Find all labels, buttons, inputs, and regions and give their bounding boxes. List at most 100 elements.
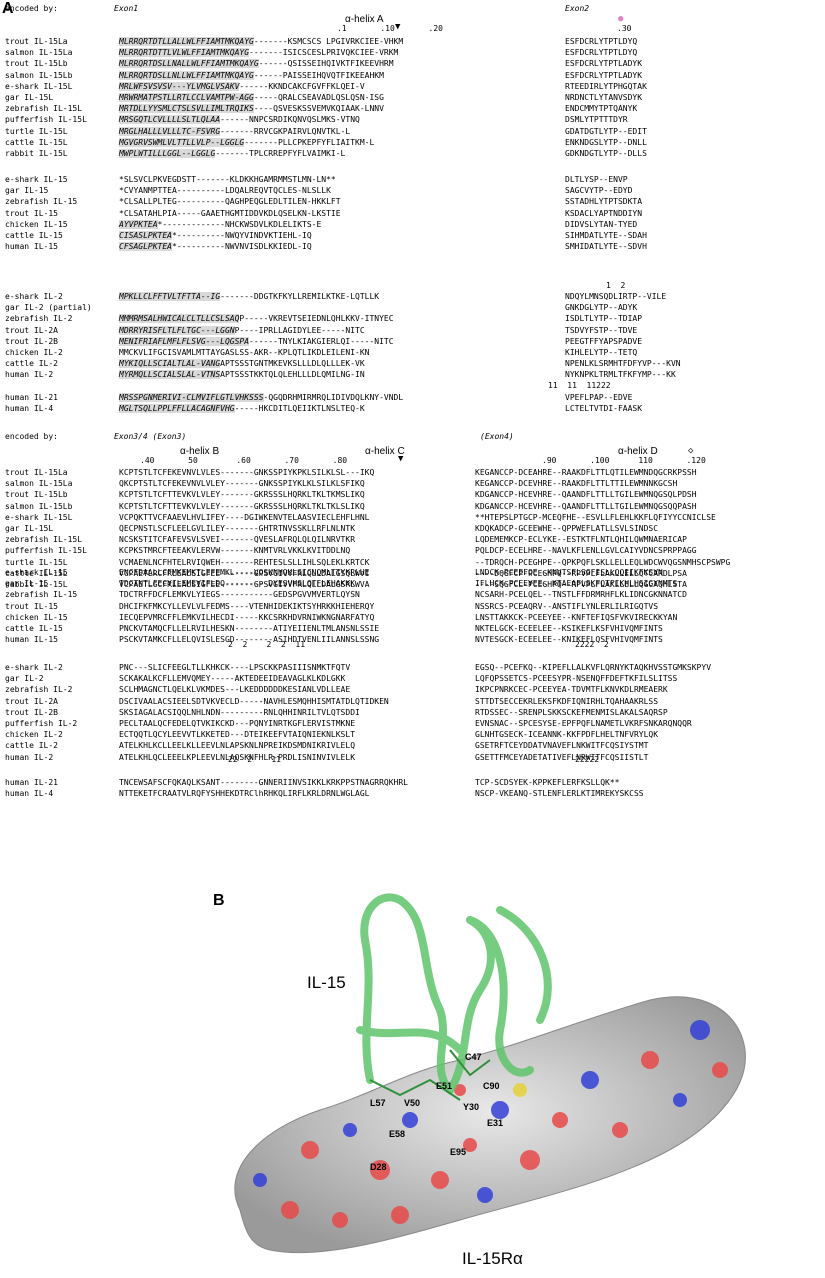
il15-label: IL-15 xyxy=(307,973,346,992)
sequence-name: salmon IL-15La xyxy=(5,479,73,489)
sequence-mature: -------TPLCRREPFYFLVAIMKI-L xyxy=(215,149,346,158)
sequence-right: IFLHCK-PCEEYEE--KTAEAFLSKFQTFIKHLHSIGYNM… xyxy=(475,579,678,589)
sequence-mature: *----------NWVNVISDLKKIEDL-IQ xyxy=(171,242,312,252)
sequence-name: e-shark IL-2 xyxy=(5,663,63,672)
sequence-mature: *CLSATAHLPIA-----GAAETHGMTIDDVKDLQSELKN-… xyxy=(119,208,341,218)
sequence-left: PNC---SLICFEEGLTLLKHKCK----LPSCKKPASIIIS… xyxy=(119,663,351,672)
sequence-name: cattle IL-15L xyxy=(5,137,68,147)
position-ruler-1-right: .30 xyxy=(617,24,632,33)
cleavage-marker: ▼ xyxy=(395,22,401,32)
sequence-left: MYKIQLLSCIALTLAL-VANGAPTSSSTGNTMKEVKSLLL… xyxy=(119,358,365,369)
position-ruler-1: .1 .10 .20 xyxy=(337,24,443,33)
sequence-left: MDRRYRISFLTLFLTGC---LGGNP----IPRLLAGIDYL… xyxy=(119,325,365,336)
protein-structure-image xyxy=(234,893,746,1254)
signal-peptide: MGLTSQLLPPLFFLLACAGNFVHG xyxy=(119,404,235,414)
sequence-name: trout IL-15 xyxy=(5,601,58,611)
sequence-mature: -QGQDRHMIRMRQLIDIVDQLKNY-VNDL xyxy=(263,393,404,402)
sequence-name: turtle IL-15L xyxy=(5,557,68,567)
sequence-left: TDCTNTLFECYILEMEVIFLDQ---------DYESVHSLQ… xyxy=(119,579,356,589)
sequence-name: cattle IL-15 xyxy=(5,231,63,240)
sequence-left: MMCKVLIFGCISVAMLMTTAYGASLSS-AKR--KPLQTLI… xyxy=(119,347,369,358)
sequence-name: chicken IL-15 xyxy=(5,612,68,622)
sequence-name: rabbit IL-15L xyxy=(5,580,68,589)
sequence-left: MLRRQRTDSLLNALLWLFFIAMTMKQAYG------QSISS… xyxy=(119,58,394,69)
sequence-right: RTEEDIRLYTPHGQTAK xyxy=(565,81,647,91)
sequence-left: VCPAETLGCFRLEALSIGFEE-------GPSVGIVVFRLQ… xyxy=(119,580,370,589)
sequence-right: IKPCPNRKCEC-PCEEYEA-TDVMTFLKNVKDLRMEAERK xyxy=(475,685,668,695)
sequence-name: chicken IL-2 xyxy=(5,348,63,357)
sequence-left: MGVGRVSWMLVLTTLLVLP--LGGLG-------PLLCPKE… xyxy=(119,137,374,148)
sequence-mature: *CVYANMPTTEA----------LDQALREQVTQCLES-NL… xyxy=(119,186,331,196)
helix-a-label: α-helix A xyxy=(345,14,384,25)
sequence-mature: -----QRALCSEAVADLQSLQSN-ISG xyxy=(253,93,384,102)
sequence-left: CFSAGLPKTEA*----------NWVNVISDLKKIEDL-IQ xyxy=(119,241,312,252)
exon1-label: Exon1 xyxy=(114,4,139,13)
sequence-mature: *CLSALLPLTEG----------QAGHPEQGLEDLTILEN-… xyxy=(119,197,341,207)
sequence-left: KCPTSTLTCFTTEVKVLVLEY-------GKRSSSLHQRKL… xyxy=(119,490,365,500)
sequence-name: salmon IL-15La xyxy=(5,48,73,58)
sequence-right: LQDEMEMKCP-ECLYKE--ESTKTFLNTLQHILQWMNAER… xyxy=(475,535,687,545)
sequence-name: human IL-15 xyxy=(5,242,58,252)
sequence-mature: APTSSSTGNTMKEVKSLLLDLQLLLEK-VK xyxy=(220,359,365,369)
sequence-name: e-shark IL-15L xyxy=(5,81,73,91)
encoded-by-label-2: encoded by: xyxy=(5,432,58,441)
sequence-name: trout IL-2A xyxy=(5,696,58,706)
sequence-left: MLRRQRTDTLLALLWLFFIAMTMKQAYG-------KSMCS… xyxy=(119,36,403,47)
sequence-left: AYVPKTEA*-------------NHCKWSDVLKDLELIKTS… xyxy=(119,219,321,230)
sequence-left: PNCKVTAMQCFLLELRVILHESKN--------ATIYEIIE… xyxy=(119,624,380,633)
sequence-right: EVNSNAC--SPCESYSE-EPFPQFLNAMETLVKRFSNKAR… xyxy=(475,719,692,728)
sequence-left: ECTQQTLQCYLEEVVTLKKETED---DTEIKEEFVTAIQN… xyxy=(119,730,356,740)
sequence-name: human IL-15 xyxy=(5,635,58,645)
sequence-right: VPEFLPAP--EDVE xyxy=(565,393,633,402)
sequence-name: human IL-2 xyxy=(5,370,54,380)
sequence-name: trout IL-15 xyxy=(5,208,58,218)
sequence-right: KSDACLYAPTNDDIYN xyxy=(565,208,643,218)
sequence-left: MRSSPGNMERIVI-CLMVIFLGTLVHKSSS-QGQDRHMIR… xyxy=(119,392,403,403)
signal-peptide: MLRRQRTDSLLNALLWLFFIAMTMKQAYG xyxy=(119,59,259,69)
sequence-mature: -------DDGTKFKYLLREMILKTKE-LQTLLK xyxy=(220,292,380,301)
il15ra-label: IL-15Rα xyxy=(462,1249,523,1268)
signal-peptide: MRLWFSVSVSV---YLVMGLVSAKV xyxy=(119,81,240,91)
sequence-name: chicken IL-15 xyxy=(5,219,68,229)
sequence-right: NRDNCTLYTANVSDYK xyxy=(565,93,643,102)
sequence-right: ----SQGFCL-PCEGHPQ--RPVPLFLAKLLELLQGCAQH… xyxy=(475,580,687,589)
sequence-name: trout IL-2B xyxy=(5,336,58,346)
sequence-left: MPKLLCLFFTVLTFTTA--IG-------DDGTKFKYLLRE… xyxy=(119,291,379,302)
sequence-mature: *----------NWQYVINDVKTIEHL-IQ xyxy=(171,231,312,240)
sequence-left: TDCTRFFDCFLEMKVLYIEGS-----------GEDSPGVV… xyxy=(119,590,360,600)
residue-e31: E31 xyxy=(487,1118,504,1128)
sequence-name: zebrafish IL-15L xyxy=(5,535,83,545)
residue-e58: E58 xyxy=(389,1129,406,1139)
residue-c47: C47 xyxy=(465,1052,482,1062)
sequence-name: zebrafish IL-15L xyxy=(5,104,83,114)
sequence-name: salmon IL-15Lb xyxy=(5,70,73,80)
signal-peptide: MYRMQLLSCIALSLAL-VTNS xyxy=(119,370,221,380)
sequence-name: pufferfish IL-15L xyxy=(5,546,87,556)
signal-peptide: CFSAGLPKTEA xyxy=(119,242,172,252)
sequence-right: LQFQPSSETCS-PCEESYPR-NSENQFFDEFTKFILSLIT… xyxy=(475,674,678,684)
contact-key-il2-b: 22 2 11 xyxy=(228,755,281,764)
sequence-right: TCP-SCDSYEK-KPPKEFLERFKSLLQK** xyxy=(475,778,620,787)
cleavage-marker-2: ▼ xyxy=(398,454,404,464)
sequence-left: DSCIVAALACSIEELSDTVKVECLD-----NAVHLESMQH… xyxy=(119,696,389,706)
sequence-name: human IL-21 xyxy=(5,778,58,787)
sequence-right: ESFDCRLYTPTLDYQ xyxy=(565,48,638,58)
panel-a-label: A xyxy=(2,0,14,17)
sequence-left: SKSIAGALACSIQQLNHLNDN---------RNLQHHINRI… xyxy=(119,707,360,717)
sequence-right: DLTLYSP--ENVP xyxy=(565,175,628,184)
sequence-left: ENCFDAALLCFMKEMKTLEFEMKL----VQSKNHQKLSIC… xyxy=(119,568,370,577)
signal-peptide: MRTDLLYYSMLCTSLSVLLIMLTRQIKS xyxy=(119,104,254,114)
sequence-name: human IL-4 xyxy=(5,789,54,799)
sequence-name: trout IL-15La xyxy=(5,468,68,477)
signal-peptide: MRGLHALLLVLLLTC-FSVRG xyxy=(119,126,221,136)
sequence-right: NYKNPKLTRMLTFKFYMP---KK xyxy=(565,370,676,380)
sequence-right: EGSQ--PCEFKQ--KIPEFLLALKVFLQRNYKTAQKHVSS… xyxy=(475,663,712,672)
sequence-left: *CLSATAHLPIA-----GAAETHGMTIDDVKDLQSELKN-… xyxy=(119,208,341,219)
sequence-left: IECQEPVMRCFFLEMKVILHECDI-----KKCSRKHDVRN… xyxy=(119,612,375,622)
signal-peptide: MRWRMATPSTLLRTLCCLVAMTPW-AGG xyxy=(119,93,254,102)
signal-peptide: MMMRMSALHWICALCLTLLCSLSAQ xyxy=(119,314,240,324)
contact-key-il2: 11 11 11222 xyxy=(548,381,611,390)
sequence-name: trout IL-15La xyxy=(5,37,68,46)
sequence-right: --TDRQCH-PCEGHPE--QPKPQFLSKLLELLEQLWDCWV… xyxy=(475,557,731,567)
